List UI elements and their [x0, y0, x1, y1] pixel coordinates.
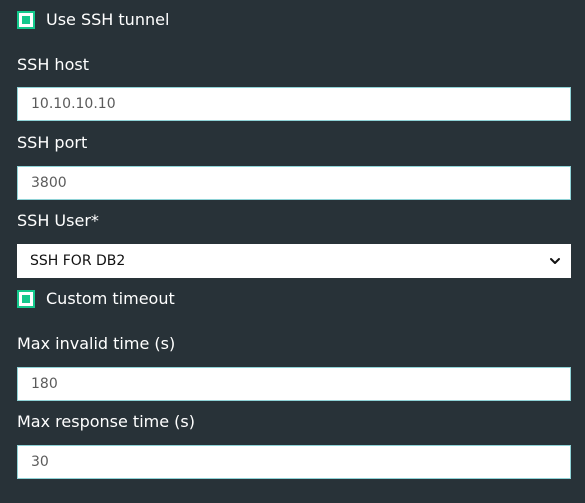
chevron-down-icon [548, 254, 562, 268]
custom-timeout-label: Custom timeout [46, 289, 175, 308]
max-invalid-time-value: 180 [31, 376, 58, 392]
ssh-host-label: SSH host [17, 55, 89, 74]
max-invalid-time-input[interactable]: 180 [17, 367, 571, 401]
max-response-time-label: Max response time (s) [17, 412, 195, 431]
max-response-time-input[interactable]: 30 [17, 445, 571, 479]
ssh-port-label: SSH port [17, 133, 88, 152]
ssh-host-value: 10.10.10.10 [31, 96, 116, 112]
use-ssh-tunnel-label: Use SSH tunnel [46, 10, 170, 29]
ssh-port-value: 3800 [31, 175, 67, 191]
use-ssh-tunnel-checkbox[interactable] [17, 11, 35, 29]
ssh-port-input[interactable]: 3800 [17, 166, 571, 200]
custom-timeout-checkbox[interactable] [17, 290, 35, 308]
custom-timeout-checkbox-row[interactable]: Custom timeout [17, 288, 175, 310]
ssh-user-label: SSH User* [17, 211, 99, 230]
use-ssh-tunnel-checkbox-row[interactable]: Use SSH tunnel [17, 9, 169, 31]
max-response-time-value: 30 [31, 454, 49, 470]
ssh-host-input[interactable]: 10.10.10.10 [17, 87, 571, 121]
max-invalid-time-label: Max invalid time (s) [17, 334, 176, 353]
ssh-user-selected-value: SSH FOR DB2 [30, 253, 126, 269]
ssh-user-select[interactable]: SSH FOR DB2 [17, 244, 571, 278]
